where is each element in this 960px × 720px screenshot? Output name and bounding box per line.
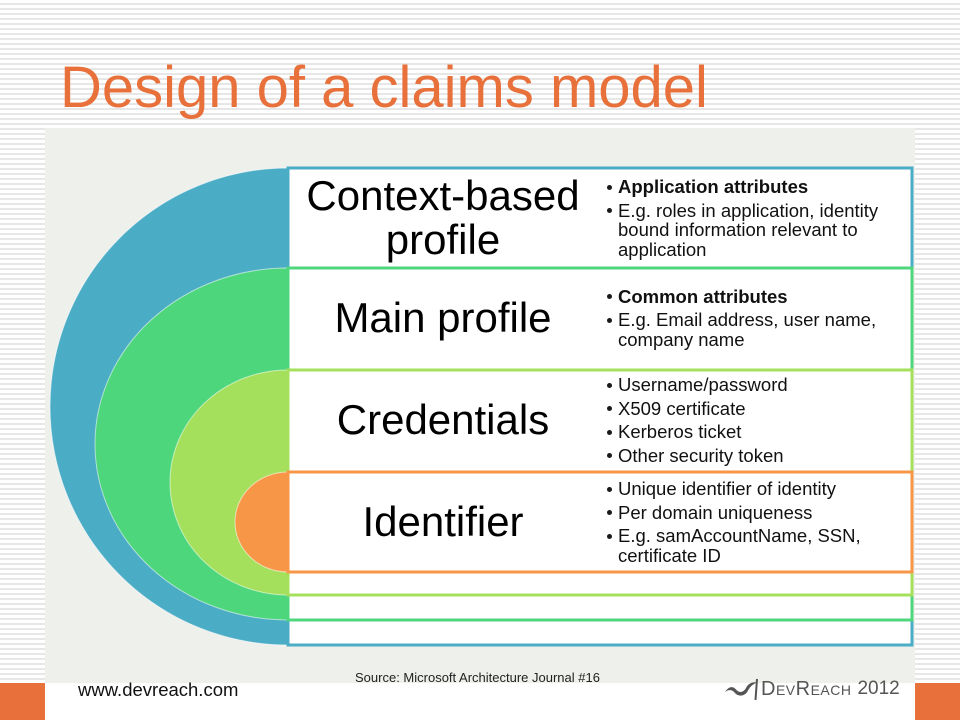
bullet-dot-icon (607, 486, 612, 492)
bullet-dot-icon (607, 294, 612, 300)
identifier-label: Identifier (362, 498, 524, 545)
bullet-text: X509 certificate (618, 397, 746, 419)
bullet-dot-icon (607, 382, 612, 388)
credentials-label: Credentials (336, 396, 550, 443)
identifier-bullets: Unique identifier of identity Per domain… (606, 472, 908, 572)
bullet-text: Other security token (618, 444, 784, 466)
logo-year: 2012 (857, 678, 900, 699)
bullet-text: Unique identifier of identity (618, 478, 837, 499)
credentials-bullets: Username/password X509 certificate Kerbe… (606, 370, 908, 470)
list-item: Unique identifier of identity (606, 479, 908, 499)
bullet-list: Common attributes E.g. Email address, us… (606, 287, 908, 350)
swoosh-stroke (754, 678, 758, 701)
main-profile-bullets: Common attributes E.g. Email address, us… (606, 268, 908, 368)
bullet-text: E.g. roles in application, identity boun… (618, 199, 879, 260)
bullet-text: Common attributes (618, 285, 788, 307)
bullet-dot-icon (607, 510, 612, 515)
bullet-dot-icon (607, 406, 612, 411)
devreach-swoosh-icon (725, 678, 758, 701)
main-profile-label: Main profile (334, 294, 552, 341)
bullet-list: Application attributes E.g. roles in app… (606, 177, 908, 259)
bullet-dot-icon (607, 429, 612, 435)
footer-band (45, 683, 915, 720)
list-item: E.g. Email address, user name, company n… (606, 310, 908, 349)
bullet-list: Username/password X509 certificate Kerbe… (606, 375, 908, 465)
list-item: Username/password (606, 375, 908, 395)
bullet-dot-icon (607, 453, 612, 458)
bullet-dot-icon (607, 184, 612, 190)
list-item: E.g. roles in application, identity boun… (606, 199, 908, 260)
list-item: Kerberos ticket (606, 422, 908, 442)
footer-url: www.devreach.com (78, 679, 239, 700)
bullet-text: Per domain uniqueness (618, 501, 813, 523)
bullet-text: Kerberos ticket (618, 421, 742, 442)
list-item: Per domain uniqueness (606, 501, 908, 523)
bullet-dot-icon (607, 317, 612, 323)
bullet-text: E.g. Email address, user name, company n… (618, 309, 877, 350)
swoosh-shape (725, 682, 757, 696)
context-based-profile-label: Context-based profile (306, 172, 580, 263)
bullet-text: Username/password (618, 374, 788, 395)
bullet-dot-icon (607, 533, 612, 539)
footer-accent-bar-right (915, 683, 960, 720)
list-item: Application attributes (606, 177, 908, 197)
list-item: Common attributes (606, 287, 908, 307)
list-item: E.g. samAccountName, SSN, certificate ID (606, 526, 908, 565)
bullet-list: Unique identifier of identity Per domain… (606, 479, 908, 565)
devreach-logo: DevReach 2012 (724, 676, 900, 702)
source-citation: Source: Microsoft Architecture Journal #… (355, 670, 600, 685)
list-item: Other security token (606, 444, 908, 466)
list-item: X509 certificate (606, 397, 908, 419)
context-based-profile-bullets: Application attributes E.g. roles in app… (606, 168, 908, 268)
footer-accent-bar-left (0, 683, 45, 720)
bullet-text: E.g. samAccountName, SSN, certificate ID (618, 525, 861, 566)
slide-title: Design of a claims model (60, 55, 708, 120)
bullet-text: Application attributes (618, 176, 809, 197)
logo-wordmark: DevReach (761, 677, 852, 700)
bullet-dot-icon (607, 208, 612, 213)
